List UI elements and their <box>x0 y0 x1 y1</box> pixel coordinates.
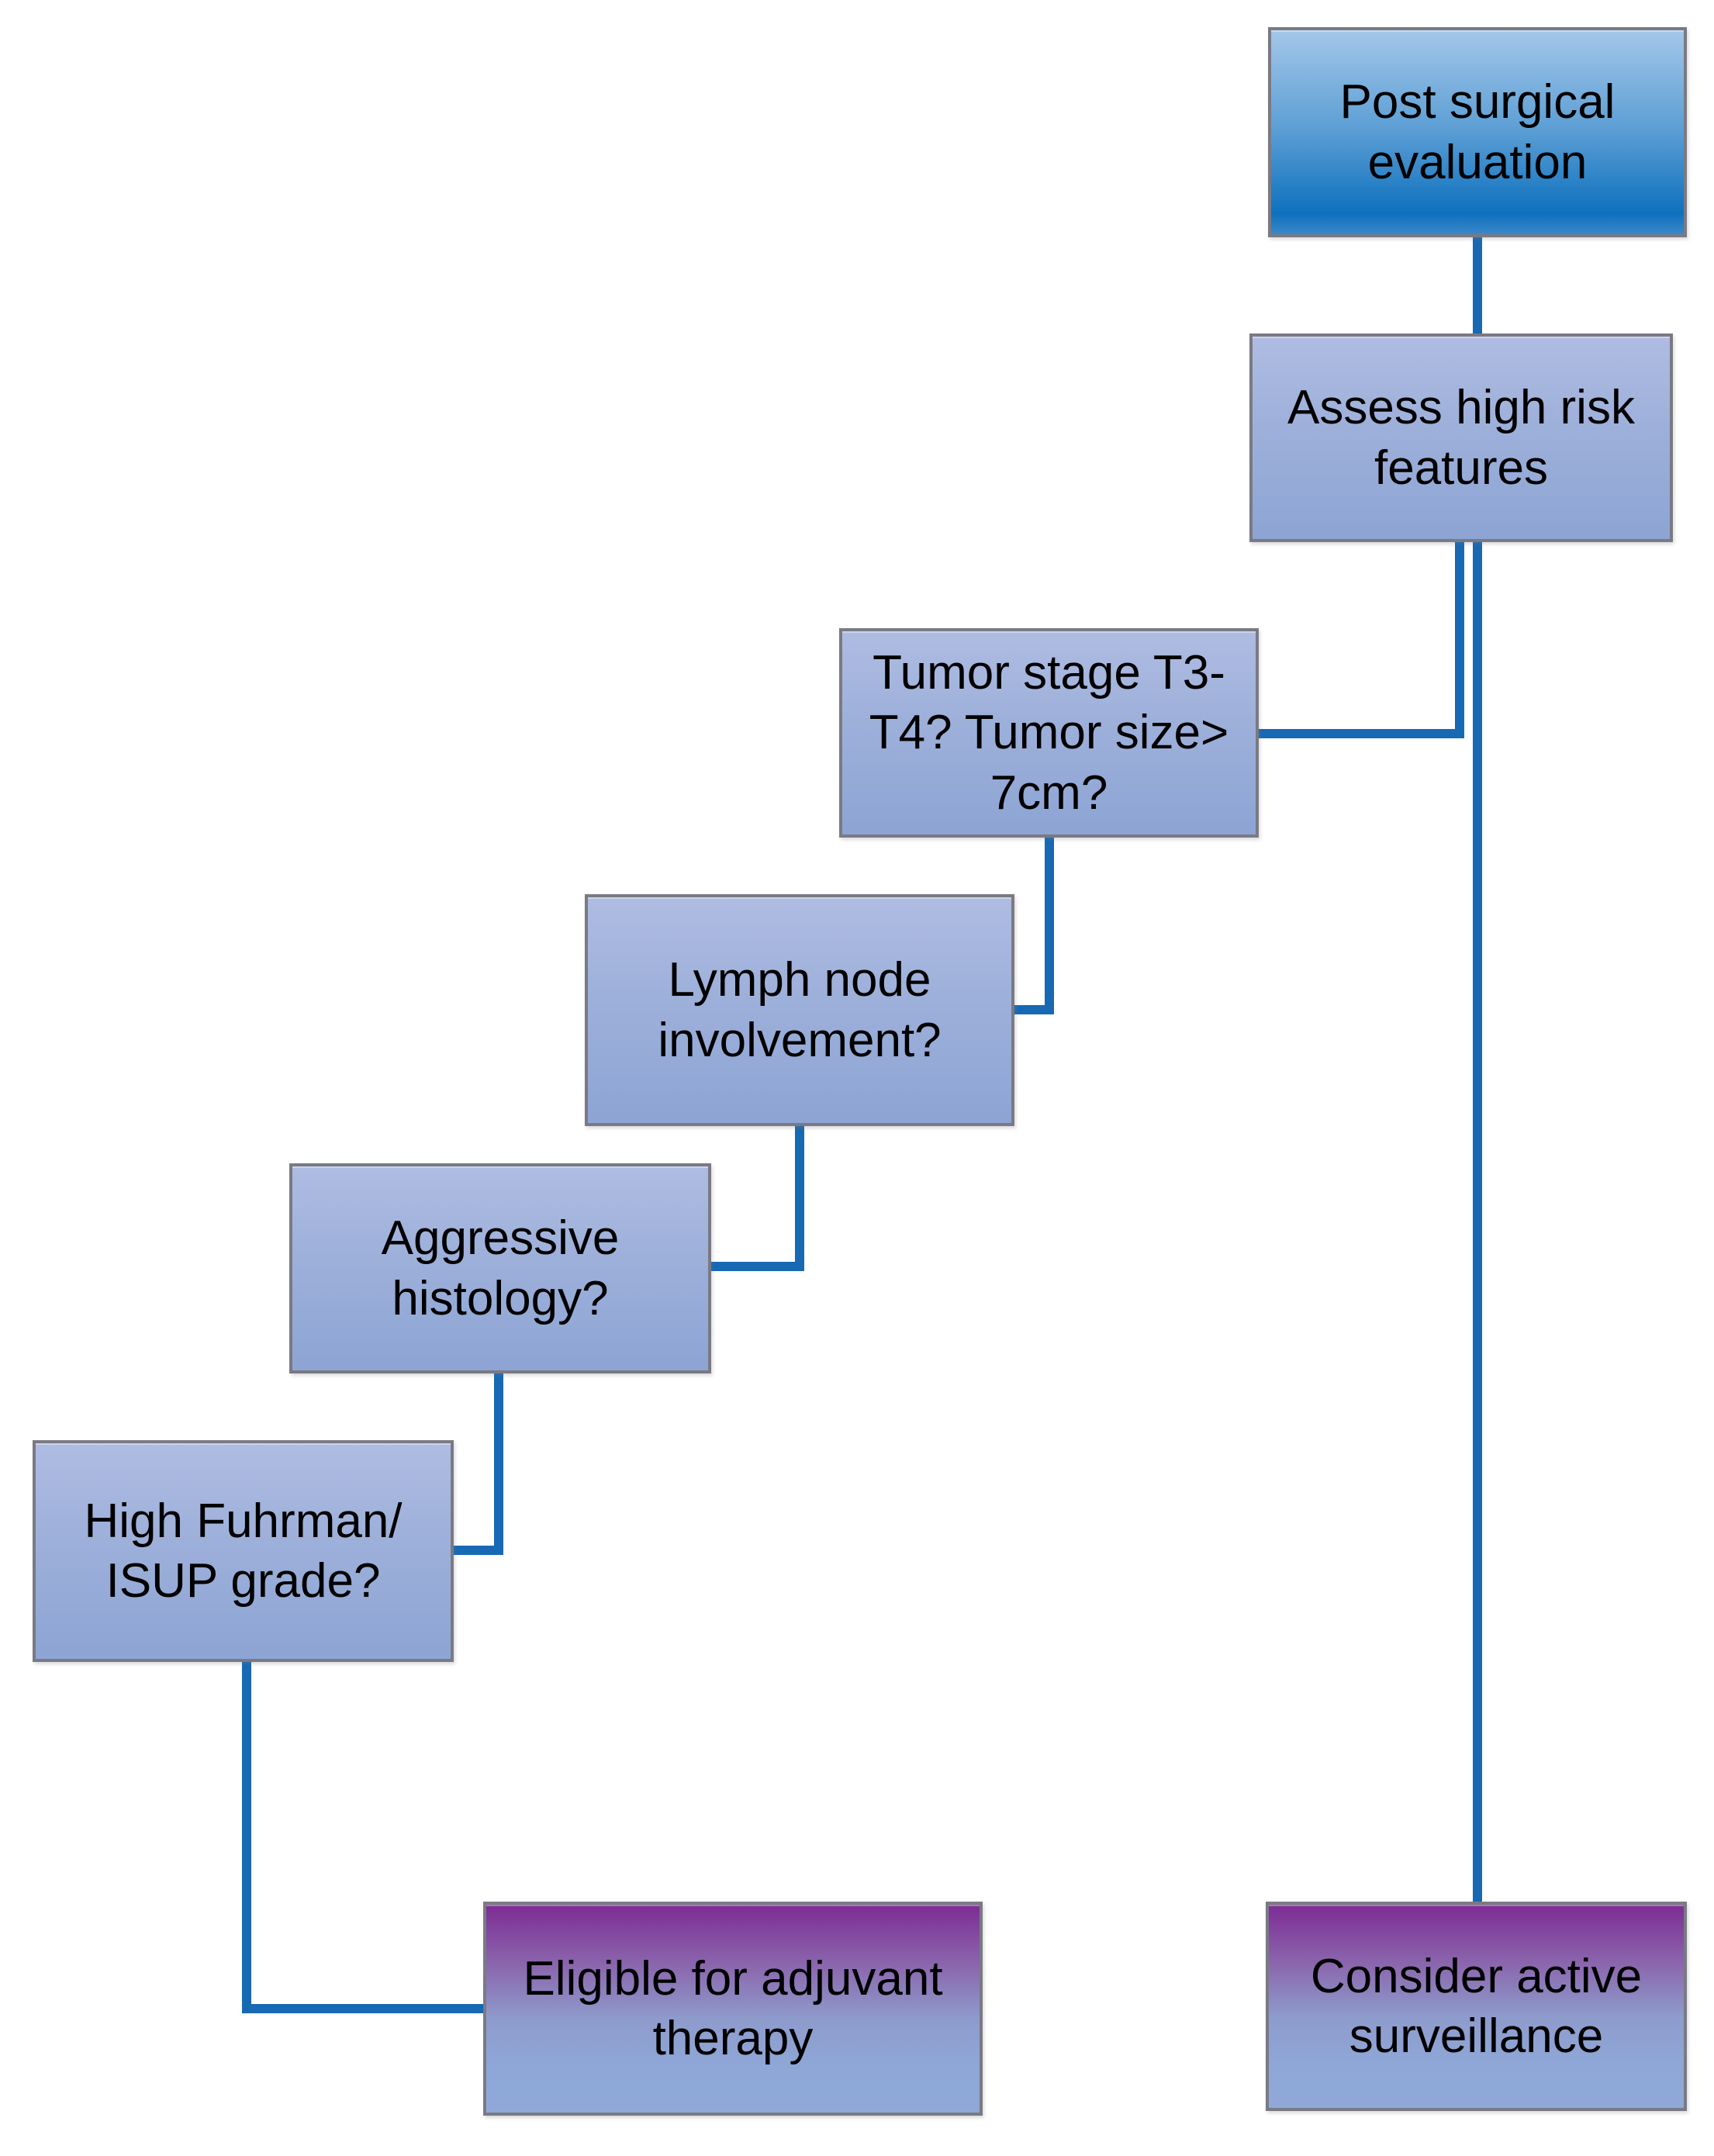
node-assess-high-risk-features: Assess high risk features <box>1249 333 1673 542</box>
connector-aggressive-histology-to-fuhrman-vertical <box>494 1373 503 1555</box>
connector-tumor-stage-to-lymph-node-horizontal <box>1008 1005 1054 1014</box>
connector-assess-to-tumor-stage-vertical <box>1455 542 1464 738</box>
node-eligible-adjuvant-therapy: Eligible for adjuvant therapy <box>483 1902 983 2116</box>
connector-post-surgical-to-active-surveillance-vertical <box>1473 237 1482 1902</box>
connector-fuhrman-to-adjuvant-horizontal <box>242 2004 490 2013</box>
node-eligible-adjuvant-therapy-label: Eligible for adjuvant therapy <box>523 1951 943 2066</box>
connector-fuhrman-to-adjuvant-vertical <box>242 1662 251 2013</box>
node-fuhrman-isup-grade-question: High Fuhrman/ ISUP grade? <box>33 1440 454 1662</box>
node-post-surgical-evaluation: Post surgical evaluation <box>1268 27 1687 237</box>
node-aggressive-histology-question-label: Aggressive histology? <box>381 1211 620 1325</box>
node-consider-active-surveillance: Consider active surveillance <box>1266 1902 1687 2111</box>
node-aggressive-histology-question: Aggressive histology? <box>289 1163 711 1373</box>
connector-aggressive-histology-to-fuhrman-horizontal <box>448 1546 503 1555</box>
node-consider-active-surveillance-label: Consider active surveillance <box>1310 1949 1643 2064</box>
node-lymph-node-question: Lymph node involvement? <box>585 894 1014 1126</box>
connector-lymph-node-to-aggressive-histology-horizontal <box>706 1262 804 1271</box>
node-lymph-node-question-label: Lymph node involvement? <box>658 953 942 1067</box>
connector-lymph-node-to-aggressive-histology-vertical <box>795 1126 804 1271</box>
node-post-surgical-evaluation-label: Post surgical evaluation <box>1339 75 1616 189</box>
connector-tumor-stage-to-lymph-node-vertical <box>1045 838 1054 1014</box>
node-assess-high-risk-features-label: Assess high risk features <box>1287 381 1635 495</box>
node-fuhrman-isup-grade-question-label: High Fuhrman/ ISUP grade? <box>84 1494 403 1608</box>
connector-assess-to-tumor-stage-horizontal <box>1259 729 1464 738</box>
node-tumor-stage-question-label: Tumor stage T3- T4? Tumor size> 7cm? <box>869 645 1229 820</box>
node-tumor-stage-question: Tumor stage T3- T4? Tumor size> 7cm? <box>839 628 1259 838</box>
